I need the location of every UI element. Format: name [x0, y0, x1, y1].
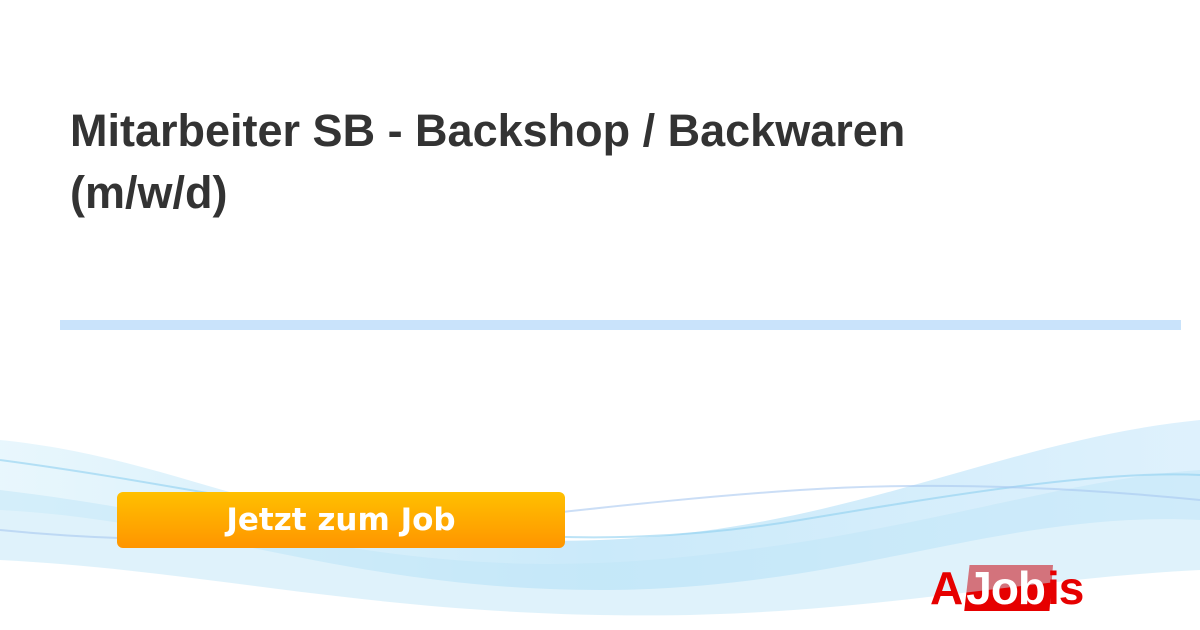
ajobis-logo[interactable]: A Job is: [930, 562, 1084, 614]
divider: [60, 320, 1181, 330]
logo-text-is: is: [1047, 562, 1084, 614]
logo-text-job: Job: [962, 562, 1047, 614]
apply-job-button[interactable]: Jetzt zum Job: [117, 492, 565, 548]
logo-text-a: A: [930, 562, 963, 614]
job-title: Mitarbeiter SB - Backshop / Backwaren (m…: [70, 105, 906, 218]
